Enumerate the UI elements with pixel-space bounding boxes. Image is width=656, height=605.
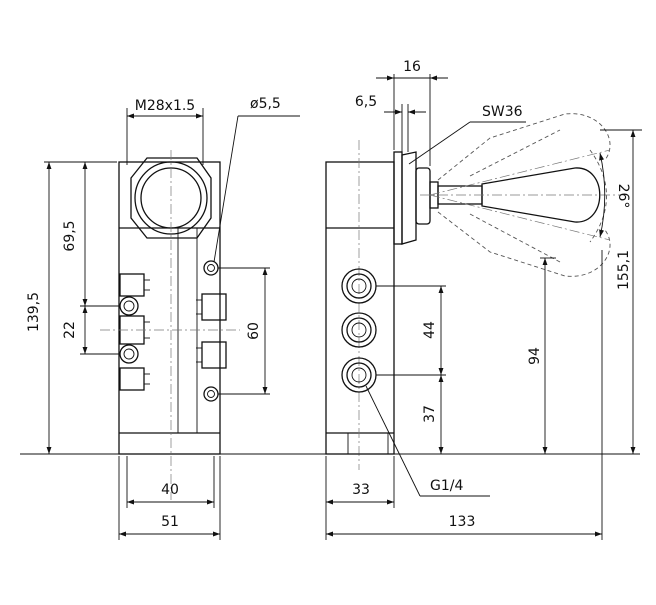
- knurled-nut: [415, 167, 431, 225]
- dim-hole-spacing: 60: [246, 322, 262, 340]
- dim-height-overall: 155,1: [616, 250, 632, 290]
- dim-thread: M28x1.5: [135, 98, 195, 114]
- dim-width-inner: 40: [161, 482, 179, 498]
- dim-port-spacing-left: 22: [62, 321, 78, 339]
- port-middle: [341, 312, 377, 348]
- dim-port-thread: G1/4: [430, 478, 463, 494]
- front-body: [118, 161, 221, 455]
- front-view: M28x1.5 ø5,5 139,5 69,5 22 60 40 51: [26, 96, 300, 540]
- mount-hole-top: [203, 260, 219, 276]
- dim-port-pitch: 44: [422, 321, 438, 339]
- side-view: 26° 16 6,5 SW36 155,1 94 44 37: [325, 59, 642, 540]
- dim-height-total: 139,5: [26, 292, 42, 332]
- dim-flange: 6,5: [355, 94, 377, 110]
- dim-angle: 26°: [615, 184, 631, 209]
- hex-side: [401, 151, 417, 245]
- flange: [393, 151, 403, 245]
- dim-hole-dia: ø5,5: [250, 96, 281, 112]
- hex-nut: [130, 157, 212, 239]
- dim-width-body: 51: [161, 514, 179, 530]
- dim-port-bottom: 37: [422, 405, 438, 423]
- dim-wrench: SW36: [482, 104, 523, 120]
- dim-length-total: 133: [449, 514, 476, 530]
- side-body: [325, 161, 395, 455]
- mount-hole-bottom: [203, 386, 219, 402]
- dim-side-offset: 33: [352, 482, 370, 498]
- dim-lever-offset: 16: [403, 59, 421, 75]
- dim-height-lever: 94: [527, 347, 543, 365]
- dim-height-port: 69,5: [62, 220, 78, 251]
